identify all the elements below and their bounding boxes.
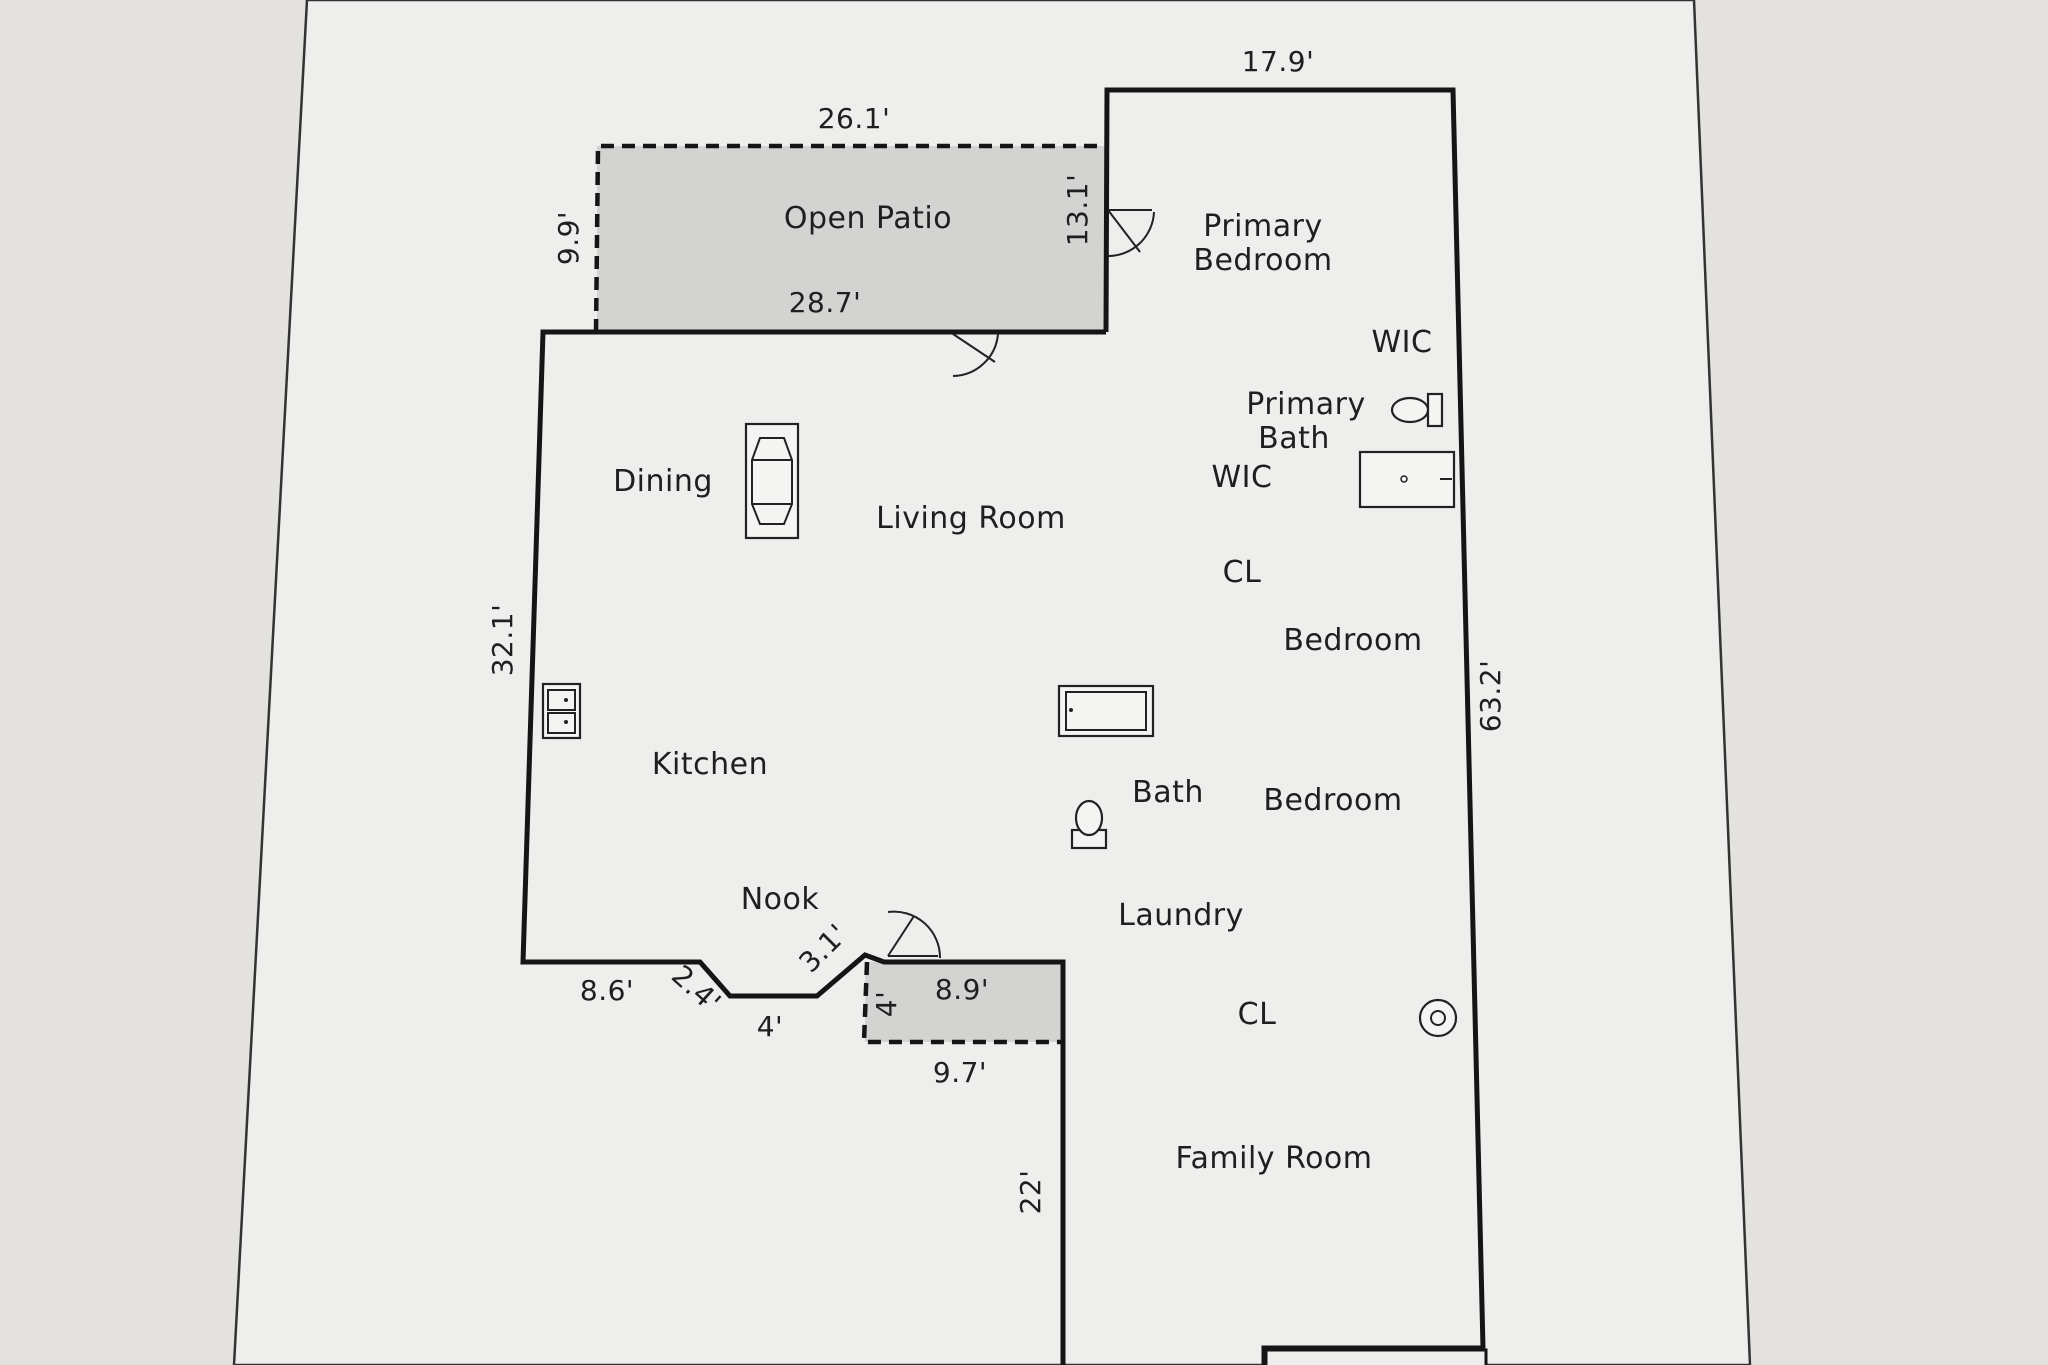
closet-nook-area (865, 962, 1061, 1042)
dim-right-wall: 63.2' (1474, 660, 1507, 733)
dim-patio-left: 9.9' (552, 211, 585, 265)
label-family-room: Family Room (1176, 1141, 1373, 1176)
toilet-icon-bath (1070, 799, 1108, 850)
label-bedroom-1: Bedroom (1283, 623, 1422, 658)
label-living-room: Living Room (876, 501, 1066, 536)
exterior-wall-west (520, 329, 1106, 1365)
paper-sheet (232, 0, 1752, 1365)
dim-patio-top: 26.1' (818, 102, 891, 135)
label-primary-bedroom-line2: Bedroom (1193, 243, 1332, 278)
dim-closet-top: 8.9' (935, 973, 989, 1006)
label-kitchen: Kitchen (652, 747, 768, 782)
legend-box-partial (1264, 1348, 1488, 1365)
door-primary-bedroom (1107, 209, 1155, 258)
toilet-icon-primary-bath (1390, 392, 1444, 428)
door-patio (952, 333, 999, 377)
label-dining: Dining (613, 464, 713, 499)
open-patio-area (597, 146, 1107, 332)
label-bedroom-2: Bedroom (1263, 783, 1402, 818)
dim-top-right-width: 17.9' (1242, 45, 1315, 78)
label-primary-bath-line1: Primary (1246, 387, 1365, 422)
label-primary-bath-line2: Bath (1258, 421, 1330, 456)
bathtub-icon (1057, 684, 1155, 738)
dim-patio-bottom: 28.7' (789, 286, 862, 319)
label-bath: Bath (1132, 775, 1204, 810)
label-wic-primary-bath: WIC (1212, 460, 1273, 495)
kitchen-sink-icon (541, 682, 582, 740)
label-laundry: Laundry (1118, 898, 1244, 933)
dim-bottom-mid: 4' (757, 1010, 784, 1043)
exterior-wall-main (1103, 87, 1486, 1365)
water-heater-icon (1418, 998, 1458, 1038)
dining-table-icon (744, 422, 800, 540)
label-open-patio: Open Patio (784, 201, 952, 236)
dim-hall-wall: 22' (1014, 1170, 1047, 1215)
dim-left-wall: 32.1' (486, 604, 519, 677)
label-closet-2: CL (1238, 997, 1277, 1032)
dim-closet-bottom: 9.7' (933, 1056, 987, 1089)
label-wic-primary-bedroom: WIC (1372, 325, 1433, 360)
door-nook (887, 910, 942, 959)
dim-bottom-left: 8.6' (580, 974, 634, 1007)
dim-closet-side: 4' (870, 991, 903, 1018)
closet-dashed-boundary (861, 961, 1062, 1045)
label-nook: Nook (741, 882, 820, 917)
label-closet-1: CL (1223, 555, 1262, 590)
label-primary-bedroom-line1: Primary (1203, 209, 1322, 244)
dim-patio-right: 13.1' (1061, 174, 1094, 247)
vanity-sink-icon (1358, 450, 1456, 509)
